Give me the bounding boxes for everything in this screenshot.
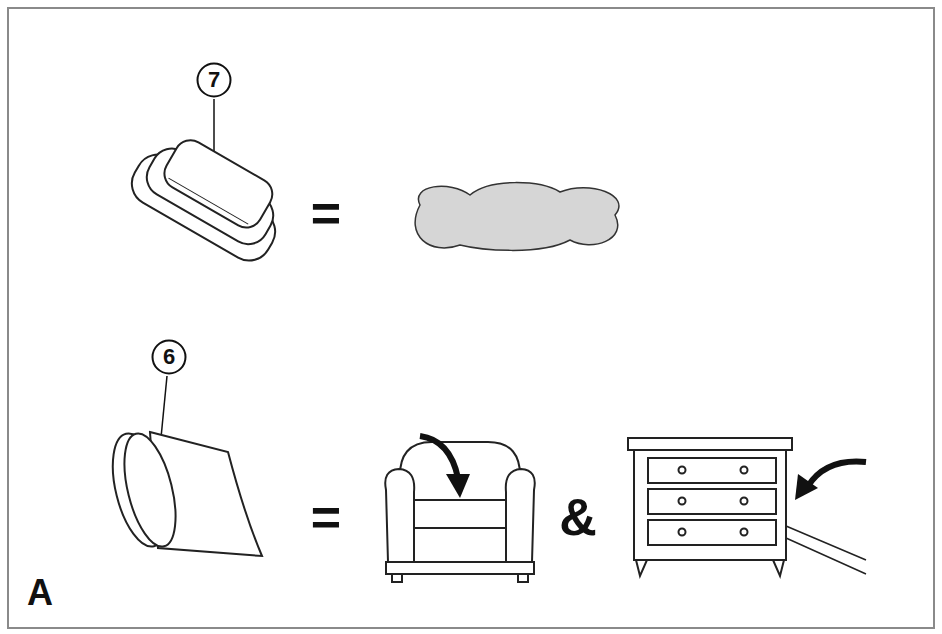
callout-number: 6 — [163, 346, 175, 368]
arrowhead — [446, 474, 470, 498]
floor-nozzle — [124, 122, 297, 268]
spill — [415, 183, 619, 251]
arrow — [808, 462, 866, 487]
arrowhead — [795, 474, 818, 500]
frame — [8, 8, 934, 628]
armchair — [385, 442, 535, 582]
symbol-label: & — [559, 491, 597, 543]
arrow — [420, 436, 458, 478]
dresser — [628, 438, 866, 576]
brush-nozzle — [103, 428, 262, 556]
symbol-label: = — [311, 187, 341, 239]
callout-circle: 7 — [196, 62, 232, 98]
symbol-label: = — [311, 491, 341, 543]
callout-circle: 6 — [151, 339, 187, 375]
figure-letter: A — [27, 575, 53, 611]
callout-number: 7 — [208, 69, 220, 91]
